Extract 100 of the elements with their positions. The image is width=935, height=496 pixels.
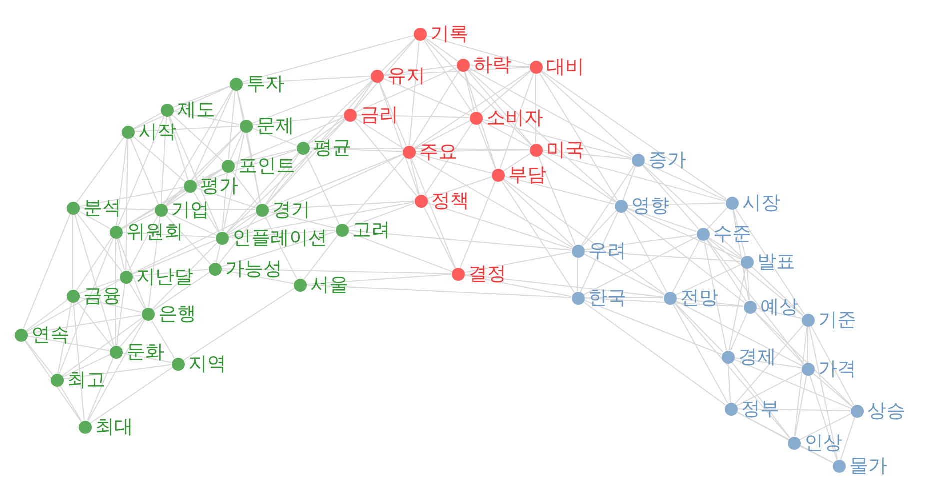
connector-line bbox=[355, 67, 458, 113]
connector-line bbox=[348, 230, 572, 251]
connector-line bbox=[426, 202, 572, 250]
connector-line bbox=[382, 78, 470, 116]
connector-line bbox=[346, 156, 406, 226]
connector-line bbox=[307, 80, 373, 144]
connector-line bbox=[480, 70, 532, 114]
connector-line bbox=[183, 288, 295, 361]
node-label: 기업 bbox=[172, 200, 210, 220]
connector-line bbox=[268, 211, 336, 229]
node-label: 결정 bbox=[468, 264, 506, 284]
connector-line bbox=[73, 302, 85, 421]
connector-line bbox=[542, 151, 726, 202]
connector-line bbox=[62, 364, 172, 380]
connector-line bbox=[62, 317, 144, 377]
node-label: 투자 bbox=[246, 74, 284, 94]
connector-line bbox=[414, 154, 573, 248]
connector-line bbox=[116, 138, 128, 226]
connector-line bbox=[168, 116, 189, 180]
connector-line bbox=[502, 153, 532, 172]
connector-line bbox=[584, 234, 698, 251]
connector-line bbox=[810, 325, 854, 406]
connector-line bbox=[642, 164, 743, 258]
connector-line bbox=[540, 153, 616, 203]
connector-line bbox=[464, 274, 664, 298]
connector-line bbox=[78, 278, 120, 294]
node-label: 우려 bbox=[588, 241, 626, 261]
connector-line bbox=[120, 318, 144, 348]
connector-line bbox=[306, 284, 572, 298]
connector-line bbox=[128, 282, 146, 309]
connector-line bbox=[355, 118, 404, 149]
connector-line bbox=[542, 150, 632, 160]
connector-line bbox=[502, 179, 574, 247]
connector-line bbox=[265, 152, 300, 206]
connector-line bbox=[672, 303, 728, 404]
connector-line bbox=[706, 239, 747, 302]
connector-line bbox=[220, 231, 336, 268]
connector-line bbox=[268, 154, 404, 208]
node-label: 부담 bbox=[508, 165, 546, 185]
connector-line bbox=[230, 131, 244, 161]
node-label: 평가 bbox=[200, 176, 238, 196]
connector-line bbox=[303, 234, 339, 280]
connector-line bbox=[348, 232, 452, 272]
node-label: 정책 bbox=[432, 191, 470, 211]
connector-line bbox=[348, 202, 416, 228]
connector-line bbox=[580, 211, 619, 293]
connector-line bbox=[234, 149, 298, 165]
node-label: 예상 bbox=[760, 297, 798, 317]
connector-line bbox=[412, 70, 460, 147]
connector-line bbox=[794, 326, 808, 437]
connector-line bbox=[642, 164, 700, 230]
connector-line bbox=[26, 280, 121, 332]
node-label: 수준 bbox=[714, 224, 752, 244]
connector-line bbox=[195, 168, 223, 184]
connector-line bbox=[735, 208, 805, 315]
connector-line bbox=[76, 212, 122, 272]
connector-line bbox=[236, 90, 262, 204]
connector-line bbox=[150, 319, 176, 359]
connector-line bbox=[226, 213, 258, 235]
connector-line bbox=[58, 302, 72, 374]
node-label: 미국 bbox=[546, 140, 584, 160]
connector-line bbox=[194, 130, 242, 182]
connector-line bbox=[232, 170, 258, 206]
connector-line bbox=[171, 114, 224, 162]
connector-line bbox=[424, 37, 458, 62]
connector-line bbox=[192, 89, 234, 181]
connector-line bbox=[122, 232, 216, 238]
node-label: 시작 bbox=[138, 122, 176, 142]
connector-line bbox=[466, 69, 532, 146]
node-label: 발표 bbox=[758, 252, 796, 272]
connector-line bbox=[121, 212, 156, 230]
node-label: 가격 bbox=[818, 359, 856, 379]
node-label: 하락 bbox=[474, 55, 512, 75]
connector-line bbox=[500, 72, 534, 170]
node-label: 고려 bbox=[352, 220, 390, 240]
connector-line bbox=[306, 274, 452, 285]
connector-line bbox=[674, 302, 724, 353]
node-label: 시장 bbox=[742, 193, 780, 213]
connector-line bbox=[76, 300, 112, 348]
connector-line bbox=[676, 298, 744, 307]
connector-line bbox=[504, 176, 616, 205]
node-label: 연속 bbox=[32, 325, 70, 345]
connector-line bbox=[24, 340, 54, 376]
connector-line bbox=[266, 80, 374, 206]
connector-line bbox=[78, 297, 142, 313]
node-label: 금리 bbox=[360, 105, 398, 125]
connector-line bbox=[160, 116, 168, 204]
connector-line bbox=[26, 314, 142, 334]
connector-line bbox=[218, 214, 258, 264]
connector-line bbox=[414, 70, 532, 149]
connector-line bbox=[708, 238, 804, 316]
connector-line bbox=[242, 76, 371, 84]
connector-line bbox=[501, 180, 575, 294]
connector-line bbox=[88, 319, 146, 422]
connector-line bbox=[169, 116, 220, 232]
connector-line bbox=[266, 119, 346, 206]
connector-line bbox=[538, 72, 618, 201]
connector-line bbox=[728, 363, 732, 403]
connector-line bbox=[464, 70, 475, 112]
node-label: 위원회 bbox=[126, 222, 184, 242]
